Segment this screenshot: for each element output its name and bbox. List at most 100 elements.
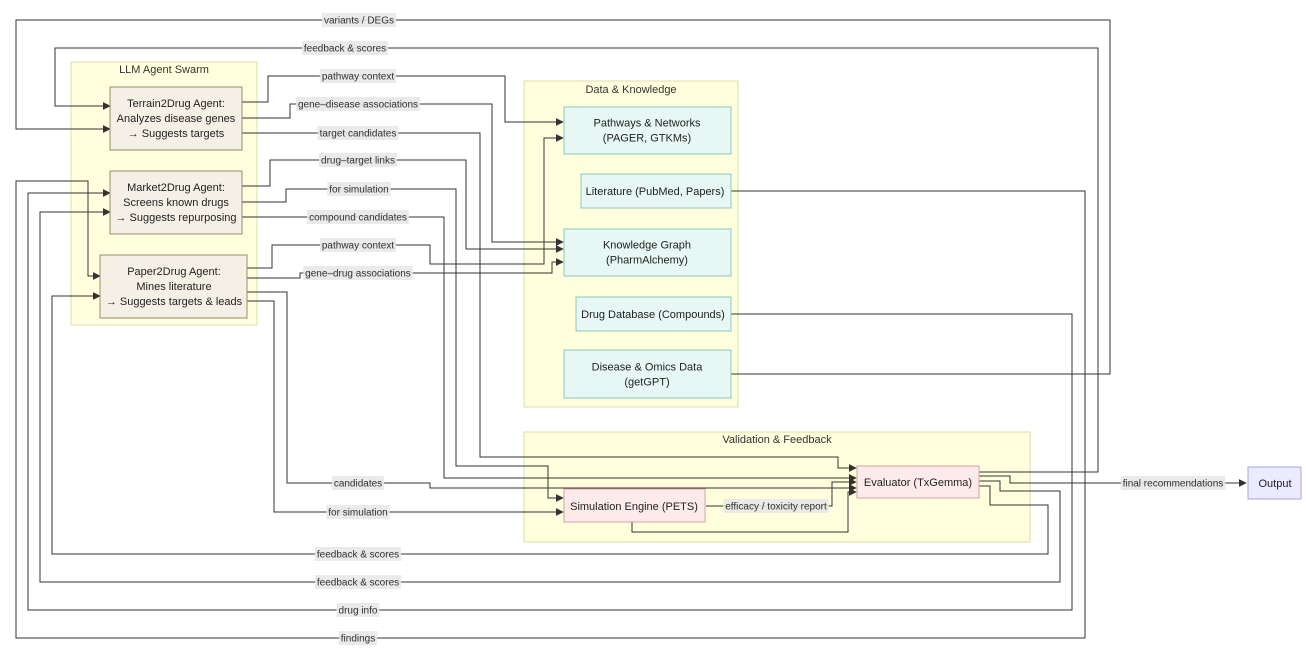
node-paper2drug-line-1: Paper2Drug Agent: (127, 266, 221, 278)
edge-label-variants-text: variants / DEGs (324, 16, 394, 27)
node-output: Output (1247, 466, 1302, 500)
node-market2drug-line-1: Market2Drug Agent: (127, 182, 225, 194)
node-terrain2drug-line-2: Analyzes disease genes (117, 113, 236, 125)
cluster-validation-title: Validation & Feedback (722, 434, 832, 446)
edge-label-for-simulation-2-text: for simulation (328, 508, 387, 519)
edge-label-candidates: candidates (331, 476, 385, 490)
node-drug-database: Drug Database (Compounds) (575, 296, 732, 332)
edge-literature-to-paper (15, 180, 1086, 639)
node-paper2drug-line-3: → Suggests targets & leads (106, 296, 243, 308)
edge-label-for-simulation-2: for simulation (326, 505, 390, 519)
node-market2drug-agent: Market2Drug Agent: Screens known drugs →… (109, 170, 243, 235)
edge-label-drug-info-text: drug info (339, 606, 378, 617)
edge-label-pathway-context-2-text: pathway context (322, 241, 394, 252)
edge-label-efficacy-text: efficacy / toxicity report (725, 502, 827, 513)
node-paper2drug-agent: Paper2Drug Agent: Mines literature → Sug… (99, 254, 248, 319)
edge-label-final-recommendations-bg (1120, 476, 1226, 490)
edge-label-pathway-context-1: pathway context (319, 69, 397, 83)
node-output-line-1: Output (1258, 478, 1291, 490)
edge-label-pathway-context-2-bg (319, 238, 397, 252)
edge-label-findings-text: findings (341, 634, 375, 645)
node-market2drug-box (109, 170, 243, 235)
node-simulation-box (563, 488, 706, 523)
edges (15, 19, 1247, 639)
edge-paper-to-pathways (247, 134, 564, 269)
edge-label-compound-candidates: compound candidates (307, 210, 409, 224)
edge-label-gene-drug-bg (303, 266, 413, 280)
node-kg-box (563, 228, 732, 277)
node-literature-line-1: Literature (PubMed, Papers) (586, 186, 725, 198)
edge-label-drug-target-bg (319, 153, 397, 167)
edge-label-gene-disease: gene–disease associations (295, 97, 421, 111)
edge-label-feedback-bottom-2: feedback & scores (314, 575, 402, 589)
edge-label-for-simulation-1-text: for simulation (329, 185, 388, 196)
edge-evaluator-to-paper (51, 292, 1049, 555)
node-drugdb-box (575, 296, 732, 332)
node-output-box (1247, 466, 1302, 500)
edge-label-pathway-context-1-text: pathway context (322, 72, 394, 83)
edge-label-target-candidates-bg (317, 126, 399, 140)
edge-label-target-candidates-text: target candidates (320, 129, 397, 140)
edge-omics-to-terrain (15, 19, 1111, 375)
node-terrain2drug-box (109, 86, 243, 151)
node-omics-box (563, 349, 732, 399)
edge-market-to-kg (242, 159, 564, 253)
edge-simulation-loop (631, 488, 857, 533)
edge-label-for-simulation-1-bg (327, 182, 391, 196)
node-terrain2drug-line-3: → Suggests targets (128, 128, 225, 140)
cluster-agents-title: LLM Agent Swarm (119, 64, 209, 76)
node-kg-line-1: Knowledge Graph (603, 240, 691, 252)
edge-label-pathway-context-1-bg (319, 69, 397, 83)
node-evaluator-line-1: Evaluator (TxGemma) (864, 477, 972, 489)
node-kg-line-2: (PharmAlchemy) (606, 255, 688, 267)
edge-label-findings: findings (338, 631, 378, 645)
edge-label-feedback-top-bg (301, 41, 389, 55)
edge-label-gene-disease-bg (295, 97, 421, 111)
edge-drugdb-to-market (27, 189, 1073, 611)
edge-label-feedback-top-text: feedback & scores (304, 44, 386, 55)
node-evaluator: Evaluator (TxGemma) (856, 465, 980, 499)
edge-label-findings-bg (338, 631, 378, 645)
node-pathways-box (563, 106, 732, 155)
edge-label-final-recommendations: final recommendations (1120, 476, 1226, 490)
node-simulation-engine: Simulation Engine (PETS) (563, 488, 706, 523)
node-drugdb-line-1: Drug Database (Compounds) (581, 309, 725, 321)
edge-label-compound-candidates-text: compound candidates (309, 213, 407, 224)
edge-label-pathway-context-2: pathway context (319, 238, 397, 252)
edge-terrain-to-evaluator (242, 132, 857, 472)
node-evaluator-box (856, 465, 980, 499)
node-terrain2drug-agent: Terrain2Drug Agent: Analyzes disease gen… (109, 86, 243, 151)
edge-label-efficacy: efficacy / toxicity report (723, 499, 829, 513)
edge-label-target-candidates: target candidates (317, 126, 399, 140)
node-pathways-line-1: Pathways & Networks (594, 118, 701, 130)
cluster-data-title: Data & Knowledge (585, 84, 676, 96)
edge-label-feedback-top: feedback & scores (301, 41, 389, 55)
edge-label-final-recommendations-text: final recommendations (1123, 479, 1224, 490)
edge-label-variants: variants / DEGs (321, 13, 397, 27)
node-literature-box (580, 173, 732, 209)
edge-labels: variants / DEGs feedback & scores pathwa… (295, 13, 1226, 645)
node-literature: Literature (PubMed, Papers) (580, 173, 732, 209)
node-market2drug-line-2: Screens known drugs (123, 197, 229, 209)
node-market2drug-line-3: → Suggests repurposing (115, 212, 236, 224)
edge-label-drug-info: drug info (336, 603, 380, 617)
edge-label-candidates-bg (331, 476, 385, 490)
edge-label-candidates-text: candidates (334, 479, 382, 490)
edge-label-feedback-bottom-1-text: feedback & scores (317, 550, 399, 561)
node-omics-line-1: Disease & Omics Data (592, 362, 704, 374)
node-pathways-line-2: (PAGER, GTKMs) (603, 133, 691, 145)
edge-label-for-simulation-2-bg (326, 505, 390, 519)
edge-label-gene-disease-text: gene–disease associations (298, 100, 418, 111)
node-omics-line-2: (getGPT) (624, 377, 669, 389)
edge-label-drug-info-bg (336, 603, 380, 617)
edge-label-gene-drug: gene–drug associations (303, 266, 413, 280)
node-paper2drug-line-2: Mines literature (136, 281, 211, 293)
edge-paper-to-kg (247, 258, 564, 279)
edge-label-efficacy-bg (723, 499, 829, 513)
edge-label-feedback-bottom-1: feedback & scores (314, 547, 402, 561)
edge-label-feedback-bottom-1-bg (314, 547, 402, 561)
edge-paper-to-simulation (247, 300, 564, 516)
node-pathways-networks: Pathways & Networks (PAGER, GTKMs) (563, 106, 732, 155)
edge-market-to-simulation (242, 188, 564, 502)
